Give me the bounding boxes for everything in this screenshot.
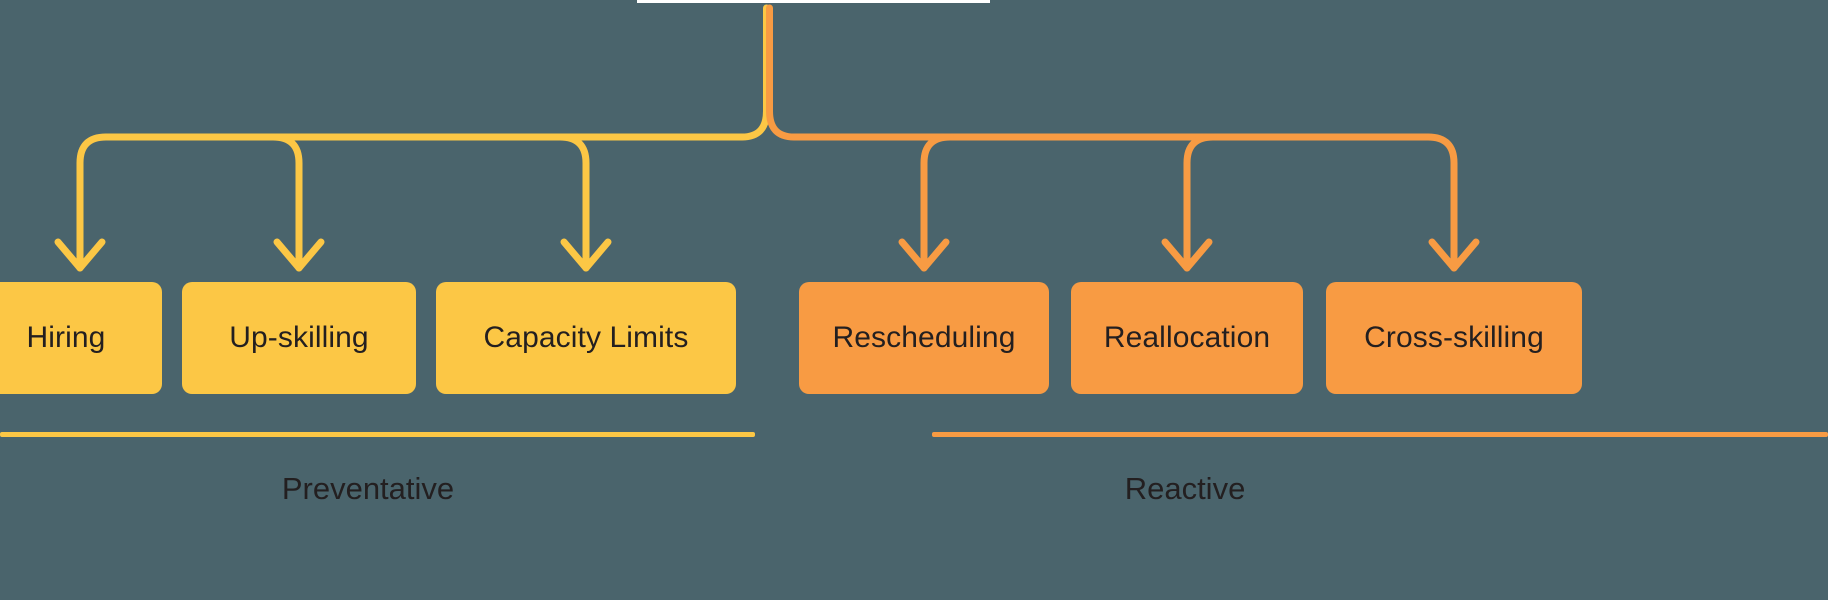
node-label: Capacity Limits — [483, 321, 689, 354]
node-label: Up-skilling — [229, 321, 369, 354]
node-label: Hiring — [26, 321, 106, 354]
group-label-preventative: Preventative — [281, 471, 455, 506]
group-rule-reactive — [932, 432, 1828, 437]
group-rule-preventative — [0, 432, 755, 437]
node-label: Rescheduling — [832, 321, 1016, 354]
group-label-reactive: Reactive — [1124, 471, 1246, 506]
node-capacity-limits[interactable]: Capacity Limits — [436, 282, 736, 394]
node-reallocation[interactable]: Reallocation — [1071, 282, 1303, 394]
node-rescheduling[interactable]: Rescheduling — [799, 282, 1049, 394]
parent-node-bottom-edge — [637, 0, 990, 3]
node-label: Cross-skilling — [1364, 321, 1544, 354]
node-hiring[interactable]: Hiring — [0, 282, 162, 394]
node-cross-skilling[interactable]: Cross-skilling — [1326, 282, 1582, 394]
node-label: Reallocation — [1103, 321, 1271, 354]
node-up-skilling[interactable]: Up-skilling — [182, 282, 416, 394]
